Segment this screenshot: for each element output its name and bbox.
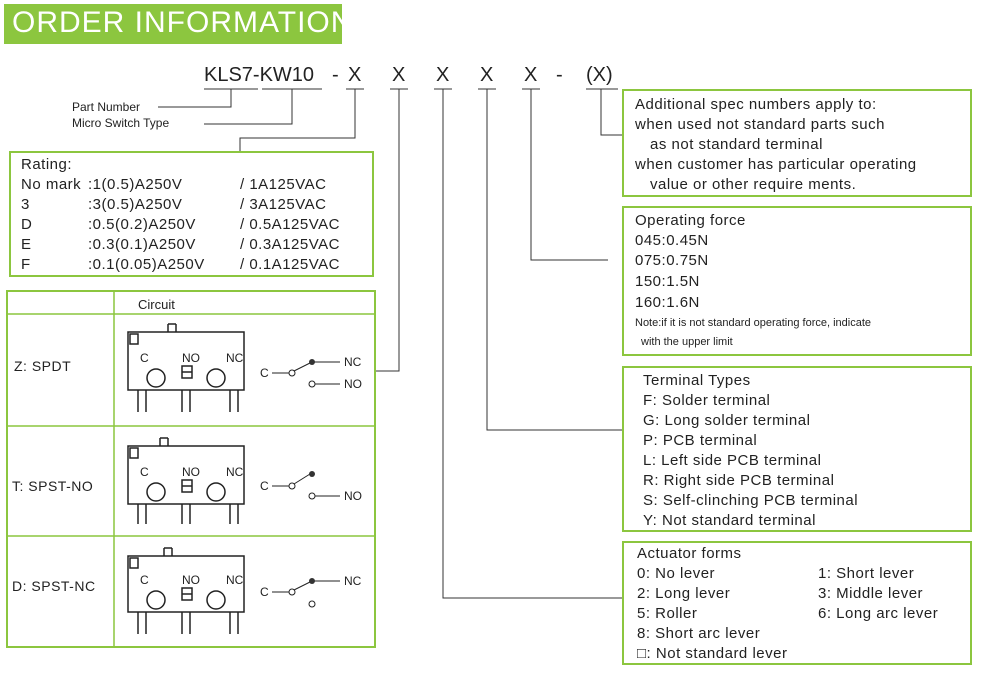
rating-value-3: :3(0.5)A250V [88,196,183,213]
rating-ac-e: / 0.3A125VAC [240,236,340,253]
code-x-rating: X [348,64,362,86]
schematic-nc-label: NC [344,355,362,369]
terminal-item: G: Long solder terminal [643,412,811,429]
code-x-actuator: X [436,64,450,86]
rating-box [9,151,374,277]
circuit-label-spdt: Z: SPDT [14,358,72,374]
terminal-types-box [622,366,972,532]
rating-ac-nomark: / 1A125VAC [240,176,327,193]
force-note-cont: with the upper limit [641,336,733,348]
page-title: ORDER INFORMATION [12,6,354,39]
switch-body-spdt [127,323,245,412]
code-sep-2: - [556,64,563,86]
switch-body-spst-no [127,437,245,524]
pin-label-nc: NC [226,465,244,479]
actuator-item: 8: Short arc lever [637,625,761,642]
circuit-header: Circuit [138,297,175,312]
terminal-item: L: Left side PCB terminal [643,452,822,469]
schematic-c-label: C [260,479,269,493]
terminal-item: Y: Not standard terminal [643,512,816,529]
switch-body-spst-nc [127,547,245,634]
rating-value-nomark: :1(0.5)A250V [88,176,183,193]
actuator-title: Actuator forms [637,545,742,562]
schematic-no-label: NO [344,489,362,503]
pin-label-c: C [140,351,149,365]
actuator-item: 5: Roller [637,605,698,622]
actuator-item: 2: Long lever [637,585,731,602]
code-x-force: X [524,64,538,86]
schematic-no-label: NO [344,377,362,391]
rating-title: Rating: [21,156,73,173]
additional-line: as not standard terminal [650,136,823,153]
header-bar [4,4,342,44]
part-number-label: Part Number [72,100,141,114]
rating-code-nomark: No mark [21,176,82,193]
pin-label-no: NO [182,573,200,587]
schematic-spdt [272,361,340,388]
force-item: 075:0.75N [635,252,709,269]
operating-force-box [622,206,972,356]
pin-label-no: NO [182,465,200,479]
rating-code-d: D [21,216,33,233]
code-optional: (X) [586,64,613,86]
pin-label-nc: NC [226,573,244,587]
actuator-item: 1: Short lever [818,565,915,582]
rating-ac-d: / 0.5A125VAC [240,216,340,233]
actuator-item: 6: Long arc lever [818,605,939,622]
switch-type-label: Micro Switch Type [72,116,170,130]
schematic-spst-nc [272,580,340,608]
force-item: 150:1.5N [635,273,700,290]
schematic-nc-label: NC [344,574,362,588]
rating-ac-3: / 3A125VAC [240,196,327,213]
actuator-item: 3: Middle lever [818,585,924,602]
code-sep-1: - [332,64,339,86]
pin-label-c: C [140,573,149,587]
terminal-item: P: PCB terminal [643,432,758,449]
actuator-forms-box [622,541,972,665]
additional-line: when used not standard parts such [635,116,885,133]
rating-value-d: :0.5(0.2)A250V [88,216,196,233]
additional-line: Additional spec numbers apply to: [635,96,877,113]
additional-line: value or other require ments. [650,176,857,193]
code-x-terminal: X [480,64,494,86]
code-prefix: KLS7-KW10 [204,64,315,86]
circuit-label-spst-no: T: SPST-NO [12,478,94,494]
rating-value-f: :0.1(0.05)A250V [88,256,205,273]
schematic-spst-no [272,473,340,500]
schematic-c-label: C [260,366,269,380]
force-item: 045:0.45N [635,232,709,249]
pin-label-c: C [140,465,149,479]
rating-value-e: :0.3(0.1)A250V [88,236,196,253]
rating-ac-f: / 0.1A125VAC [240,256,340,273]
force-item: 160:1.6N [635,294,700,311]
code-x-circuit: X [392,64,406,86]
terminal-item: S: Self-clinching PCB terminal [643,492,859,509]
actuator-item: □: Not standard lever [637,645,788,662]
schematic-c-label: C [260,585,269,599]
terminal-title: Terminal Types [643,372,751,389]
rating-code-3: 3 [21,196,30,213]
pin-label-no: NO [182,351,200,365]
force-title: Operating force [635,212,746,229]
force-note: Note:if it is not standard operating for… [635,317,872,329]
rating-code-e: E [21,236,32,253]
actuator-item: 0: No lever [637,565,716,582]
circuit-label-spst-nc: D: SPST-NC [12,578,96,594]
pin-label-nc: NC [226,351,244,365]
additional-spec-box [622,89,972,197]
rating-code-f: F [21,256,31,273]
terminal-item: R: Right side PCB terminal [643,472,835,489]
additional-line: when customer has particular operating [635,156,917,173]
terminal-item: F: Solder terminal [643,392,771,409]
